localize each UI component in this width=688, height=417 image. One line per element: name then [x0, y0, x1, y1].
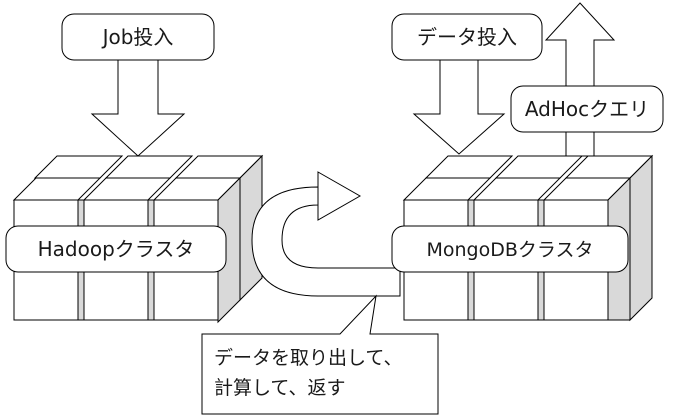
job-input-arrow-icon [90, 57, 186, 157]
callout-line-2: 計算して、返す [214, 377, 345, 399]
data-input-arrow-icon [412, 57, 506, 155]
hadoop-cluster-label-box [5, 225, 227, 273]
callout-box [201, 294, 439, 415]
job-input-label: Job投入 [101, 25, 174, 49]
mongodb-cluster-label: MongoDBクラスタ [426, 239, 593, 261]
callout-line-1: データを取り出して、 [214, 347, 402, 369]
u-turn-arrowhead-icon [317, 171, 362, 221]
mongodb-cluster-label-box [391, 225, 629, 273]
adhoc-query-label: AdHocクエリ [525, 97, 649, 121]
adhoc-query-arrow-icon [544, 2, 616, 157]
data-input-label: データ投入 [417, 25, 517, 49]
job-input-box [61, 13, 215, 61]
u-turn-arrow-icon [251, 186, 401, 297]
hadoop-cluster-label: Hadoopクラスタ [38, 237, 195, 261]
adhoc-query-box [510, 85, 664, 133]
data-input-box [391, 13, 543, 61]
